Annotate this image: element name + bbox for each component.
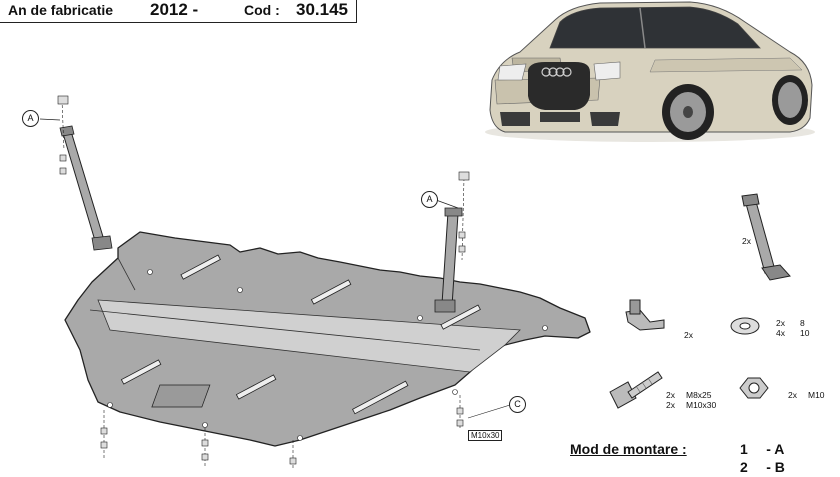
car-illustration xyxy=(485,1,815,142)
callout-a-middle: A xyxy=(421,191,438,208)
mounting-mode-title: Mod de montare : xyxy=(570,441,687,457)
product-code-value: 30.145 xyxy=(296,0,348,19)
bracket-qty: 2x xyxy=(742,236,751,246)
callout-a-left: A xyxy=(22,110,39,127)
production-year-label: An de fabricatie xyxy=(8,2,114,18)
callout-c: C xyxy=(509,396,526,413)
mounting-row-2: 2 - B xyxy=(740,459,785,477)
left-bracket xyxy=(39,95,113,251)
middle-bracket xyxy=(434,171,470,313)
bolt-size-tag: M10x30 xyxy=(468,430,503,441)
bottom-fasteners xyxy=(100,395,511,470)
bolt-qty: 2x 2x xyxy=(666,390,675,410)
nut-qty: 2x xyxy=(788,390,797,400)
mounting-row-number: 2 xyxy=(740,459,748,475)
clip-qty: 2x xyxy=(684,330,693,340)
mounting-row-number: 1 xyxy=(740,441,748,457)
skid-plate xyxy=(64,231,591,447)
hardware-illustrations xyxy=(609,193,791,409)
mounting-row-1: 1 - A xyxy=(740,441,784,459)
mounting-row-value: - B xyxy=(766,459,785,475)
production-year-value: 2012 - xyxy=(150,0,199,19)
washer-sizes: 8 10 xyxy=(800,318,810,338)
nut-size: M10 xyxy=(808,390,825,400)
product-code-label: Cod : xyxy=(244,2,280,18)
header-box: An de fabricatie 2012 - Cod : 30.145 xyxy=(0,0,357,23)
bolt-sizes: M8x25 M10x30 xyxy=(686,390,717,410)
mounting-row-value: - A xyxy=(766,441,785,457)
washer-qty: 2x 4x xyxy=(776,318,785,338)
